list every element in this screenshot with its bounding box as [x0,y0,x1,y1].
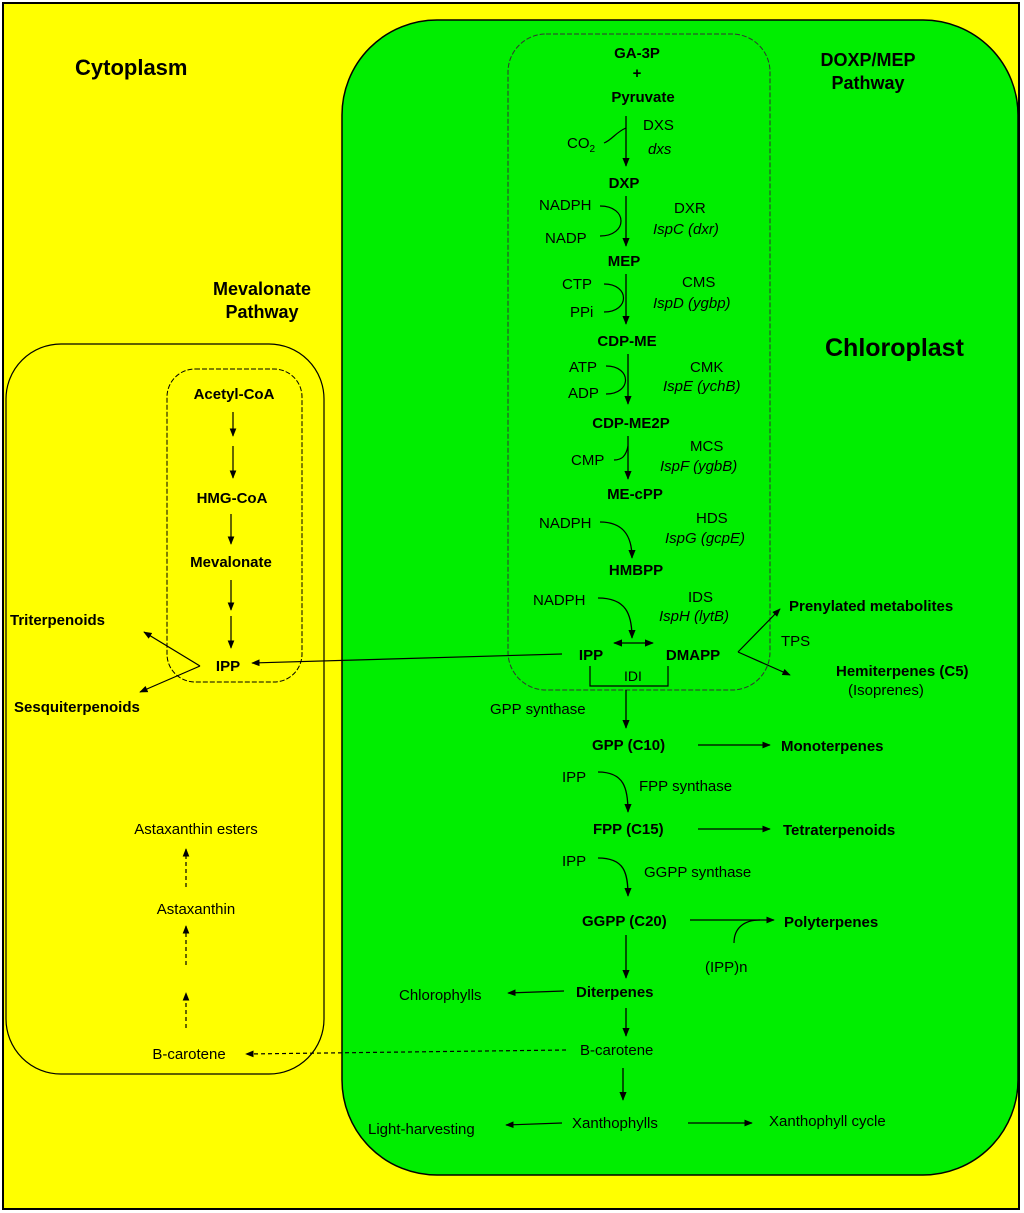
diterpenes-label: Diterpenes [576,984,654,1001]
ga3p-label: GA-3P [614,45,660,62]
mcs-enzyme-label: MCS [690,438,723,455]
xanthophylls-label: Xanthophylls [572,1115,658,1132]
cms-gene-label: IspD (ygbp) [653,295,731,312]
dxr-gene-label: IspC (dxr) [653,221,719,238]
mcs-gene-label: IspF (ygbB) [660,458,737,475]
hmbpp-label: HMBPP [609,562,663,579]
ipp-label-fpp: IPP [562,769,586,786]
xanthophyll-cycle-label: Xanthophyll cycle [769,1113,886,1130]
arrow-mecpp-to-hmbpp [599,521,636,559]
ipp-label-ggpp: IPP [562,853,586,870]
arrow-ipp-plastid-to-cytoplasm [251,653,563,667]
co2-release-arc [603,127,627,144]
dxs-gene-label: dxs [648,141,672,158]
ippn-arc [733,919,761,944]
hds-enzyme-label: HDS [696,510,728,527]
cmp-label: CMP [571,452,604,469]
dxp-label: DXP [609,175,640,192]
ippn-label: (IPP)n [705,959,748,976]
hds-gene-label: IspG (gcpE) [665,530,745,547]
atp-label: ATP [569,359,597,376]
cmk-gene-label: IspE (ychB) [663,378,741,395]
arrow-xanthophylls-to-light-harvesting [505,1121,563,1129]
chlorophylls-label: Chlorophylls [399,987,482,1004]
mep-pathway-box [507,33,771,691]
mecpp-label: ME-cPP [607,486,663,503]
mevalonate-pathway-title-line2: Pathway [225,302,298,322]
mep-pathway-title-line2: Pathway [831,73,904,93]
nadph-arc-dxr [599,205,622,237]
ids-enzyme-label: IDS [688,589,713,606]
cytoplasm-label: Cytoplasm [75,55,187,80]
chloroplast-label: Chloroplast [825,334,965,362]
mva-ipp-label: IPP [216,658,240,675]
dmapp-label: DMAPP [666,647,720,664]
arrow-ipp-to-sesquiterpenoids [139,665,201,693]
tps-label: TPS [781,633,810,650]
dxs-enzyme-label: DXS [643,117,674,134]
cmk-enzyme-label: CMK [690,359,723,376]
atp-arc-cmk [605,365,626,395]
astaxanthin-esters-label: Astaxanthin esters [134,821,257,838]
triterpenoids-label: Triterpenoids [10,612,105,629]
mep-ipp-label: IPP [579,647,603,664]
adp-label: ADP [568,385,599,402]
tps-branch-lines [737,608,781,653]
fpp-label: FPP (C15) [593,821,664,838]
nadph-label-2: NADPH [539,515,592,532]
cdpme-label: CDP-ME [597,333,656,350]
bcarotene-plastid-label: B-carotene [580,1042,653,1059]
dxr-enzyme-label: DXR [674,200,706,217]
mevalonate-inner-box [166,368,303,683]
gpp-synthase-label: GPP synthase [490,701,586,718]
polyterpenes-label: Polyterpenes [784,914,878,931]
idi-label: IDI [624,668,642,684]
plus-label: + [633,65,642,82]
mevalonate-label: Mevalonate [190,554,272,571]
co2-label: CO2 [567,135,596,155]
tetraterpenoids-label: Tetraterpenoids [783,822,895,839]
cdpme2p-label: CDP-ME2P [592,415,670,432]
arrow-hmbpp-to-ipp-dmapp [597,597,636,639]
arrow-bcarotene-to-cytoplasm [245,1049,567,1058]
bcarotene-cytoplasm-label: B-carotene [152,1046,225,1063]
prenylated-metabolites-label: Prenylated metabolites [789,598,953,615]
mevalonate-pathway-title-line1: Mevalonate [213,279,311,299]
nadph-label-3: NADPH [533,592,586,609]
chloroplast-region [341,19,1019,1176]
tps-branch-hemiterpenes [737,651,791,676]
cms-enzyme-label: CMS [682,274,715,291]
hemiterpenes-label: Hemiterpenes (C5) [836,663,969,680]
acetylcoa-label: Acetyl-CoA [194,386,275,403]
ctp-label: CTP [562,276,592,293]
ggpp-label: GGPP (C20) [582,913,667,930]
cmp-release-arc [613,445,629,461]
mevalonate-outer-box [5,343,325,1075]
arrow-diterpenes-to-chlorophylls [507,989,565,997]
ggpp-synthase-label: GGPP synthase [644,864,751,881]
gpp-label: GPP (C10) [592,737,665,754]
nadph-label-1: NADPH [539,197,592,214]
arrow-ipp-to-triterpenoids [143,631,201,667]
sesquiterpenoids-label: Sesquiterpenoids [14,699,140,716]
mep-pathway-title-line1: DOXP/MEP [820,50,915,70]
hmgcoa-label: HMG-CoA [197,490,268,507]
idi-bracket [589,666,669,687]
arrow-fpp-to-ggpp [597,857,632,897]
mep-label: MEP [608,253,641,270]
ctp-arc-cms [603,283,624,313]
ppi-label: PPi [570,304,593,321]
pyruvate-label: Pyruvate [611,89,674,106]
monoterpenes-label: Monoterpenes [781,738,884,755]
isoprenes-label: (Isoprenes) [848,682,924,699]
arrow-gpp-to-fpp [597,771,632,813]
nadp-label: NADP [545,230,587,247]
fpp-synthase-label: FPP synthase [639,778,732,795]
astaxanthin-label: Astaxanthin [157,901,235,918]
light-harvesting-label: Light-harvesting [368,1121,475,1138]
ids-gene-label: IspH (lytB) [659,608,729,625]
